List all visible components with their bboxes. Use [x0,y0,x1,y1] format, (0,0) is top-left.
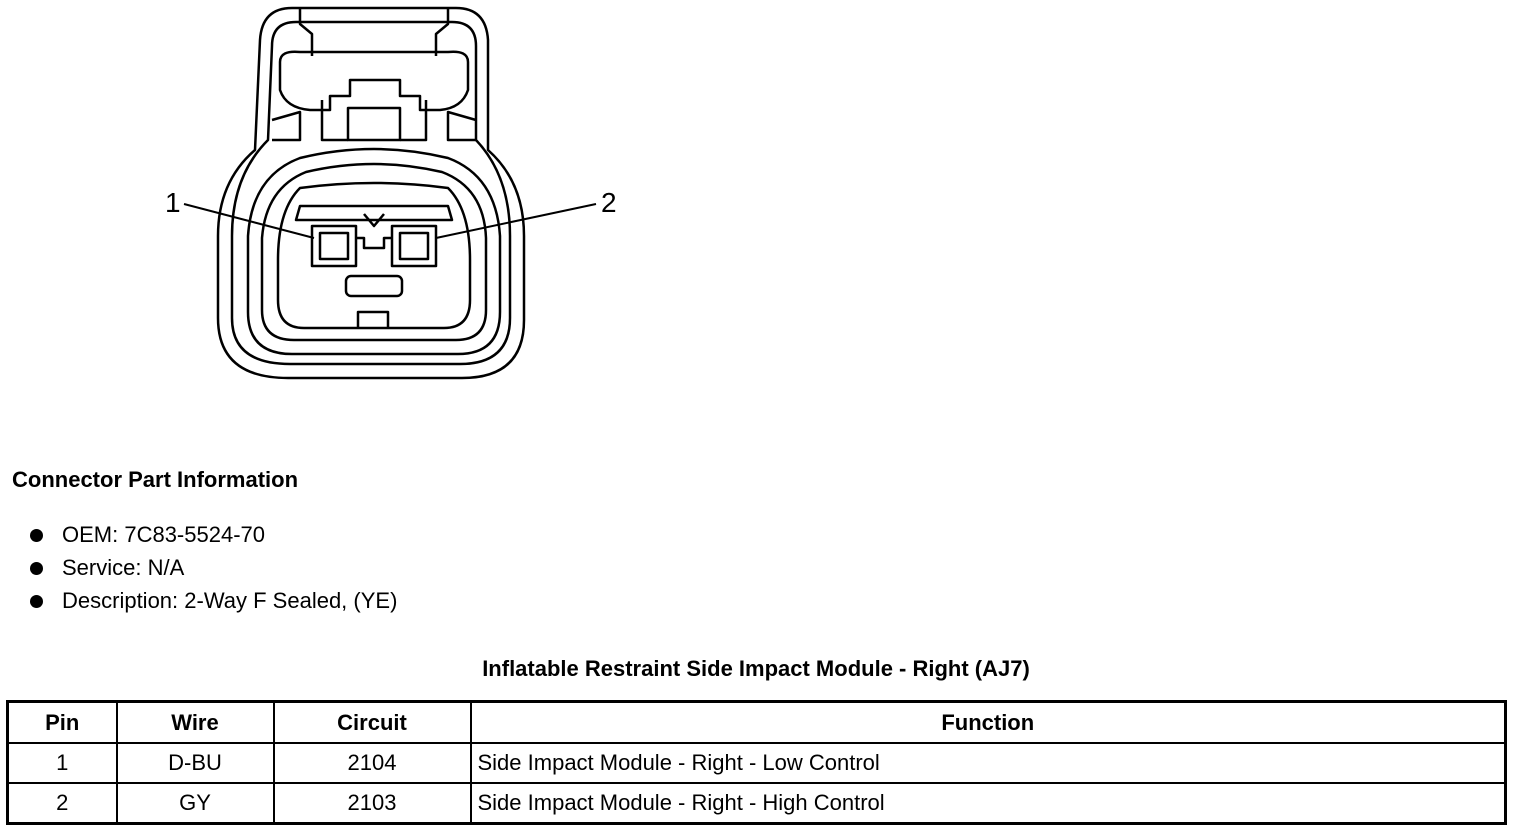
oem-text: OEM: 7C83-5524-70 [62,522,265,547]
table-header-row: Pin Wire Circuit Function [6,700,1507,744]
cavity-ring-outer [246,147,502,356]
connector-inner-shell [230,20,512,366]
cell-function: Side Impact Module - Right - Low Control [469,742,1507,784]
table-row: 2 GY 2103 Side Impact Module - Right - H… [6,782,1507,825]
cell-circuit: 2103 [272,782,472,825]
cavity-ring-inner [260,162,488,342]
bottom-notch [356,310,390,328]
terminal-bar-center [363,213,385,228]
header-pin: Pin [6,700,118,744]
bullet-icon [30,529,43,542]
pin-bridge [356,236,392,250]
connector-outer-shell [216,6,526,380]
pin-1-cavity [310,224,358,268]
cavity-body [276,181,472,330]
key-slot [344,274,404,298]
connector-info-title: Connector Part Information [12,467,299,492]
pin-2-label: 2 [601,187,617,218]
lock-tab-side-left [320,100,348,142]
table-row: 1 D-BU 2104 Side Impact Module - Right -… [6,742,1507,784]
header-circuit: Circuit [272,700,472,744]
table-title: Inflatable Restraint Side Impact Module … [482,656,1030,681]
cell-circuit: 2104 [272,742,472,784]
terminal-bar [294,204,454,222]
service-text: Service: N/A [62,555,185,580]
top-notch-left [298,8,314,56]
list-item: OEM: 7C83-5524-70 [28,520,397,553]
lock-tab-center [346,106,402,142]
shoulder-right [446,110,477,142]
pin-2-leader [435,203,597,239]
pin-2-terminal [398,231,430,261]
bullet-icon [30,595,43,608]
cell-function: Side Impact Module - Right - High Contro… [469,782,1507,825]
shoulder-left [271,110,302,142]
lock-tab [278,50,470,112]
header-function: Function [469,700,1507,744]
lock-tab-side-right [400,100,428,142]
cell-wire: D-BU [115,742,275,784]
list-item: Service: N/A [28,553,397,586]
pin-2-cavity [390,224,438,268]
connector-info-list: OEM: 7C83-5524-70 Service: N/A Descripti… [28,520,397,619]
description-text: Description: 2-Way F Sealed, (YE) [62,588,398,613]
list-item: Description: 2-Way F Sealed, (YE) [28,586,397,619]
cell-pin: 1 [6,742,118,784]
header-wire: Wire [115,700,275,744]
connector-diagram: 1 2 [165,6,617,380]
pin-1-leader [183,203,315,239]
pinout-table: Pin Wire Circuit Function 1 D-BU 2104 Si… [6,700,1507,825]
top-notch-right [434,8,450,56]
pin-1-label: 1 [165,187,181,218]
bullet-icon [30,562,43,575]
cell-wire: GY [115,782,275,825]
pin-1-terminal [318,231,350,261]
cell-pin: 2 [6,782,118,825]
